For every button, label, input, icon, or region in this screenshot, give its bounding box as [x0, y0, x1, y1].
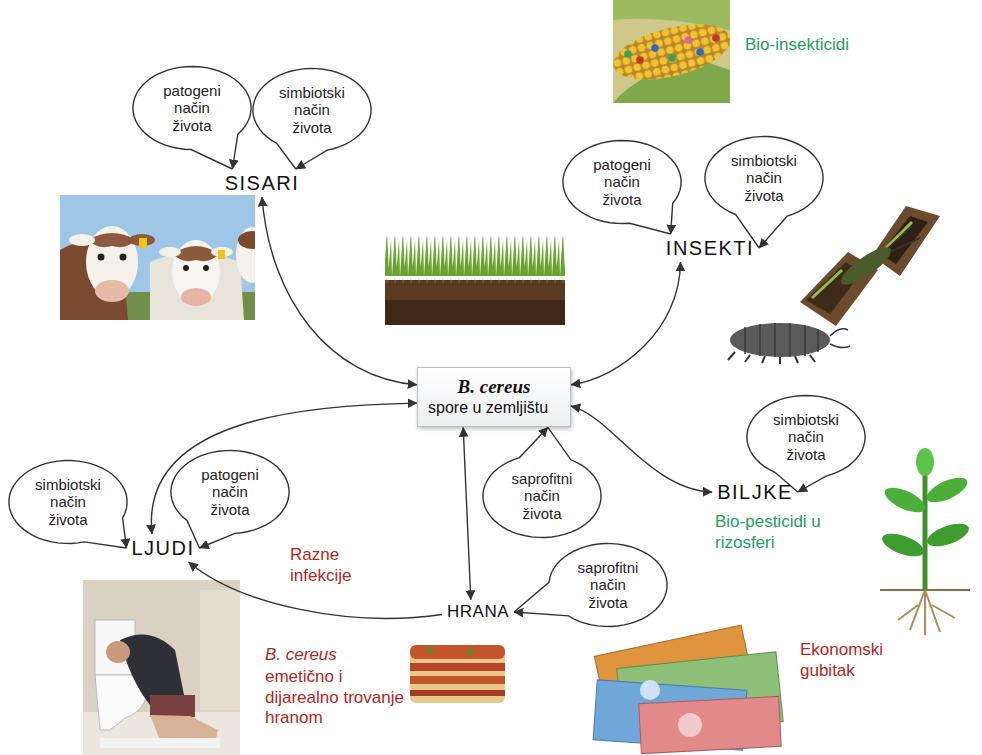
connector-arrow — [571, 262, 681, 385]
loop-label: simbiotski način života — [726, 152, 802, 204]
benefit-label: Bio-insekticidi — [745, 35, 849, 56]
loop-arrow — [133, 67, 251, 170]
organism-group: INSEKTI — [661, 234, 759, 262]
loop-label: saprofitni način života — [504, 470, 580, 522]
loop-label: patogeni način života — [154, 82, 230, 134]
corn-photo — [613, 0, 730, 103]
loop-arrow — [563, 141, 681, 235]
isopod-figure — [728, 323, 850, 364]
harm-label: emetično i dijarealno trovanje hranom — [265, 667, 405, 729]
food-group: HRANA — [442, 600, 514, 625]
loop-label: simbiotski način života — [274, 84, 350, 136]
species-label: B. cereus — [265, 645, 337, 666]
money-photo — [593, 625, 783, 753]
node-text: INSEKTI — [666, 237, 754, 259]
node-text: SISARI — [225, 172, 300, 194]
harm-label: Ekonomski gubitak — [800, 640, 920, 681]
node-text: HRANA — [447, 603, 509, 622]
organism-group: LJUDI — [126, 534, 199, 562]
node-text: B. cereus — [428, 376, 560, 399]
grass-soil-photo — [385, 237, 565, 325]
lasagna-photo — [410, 645, 505, 703]
loop-arrow — [705, 137, 823, 249]
node-text: BILJKE — [717, 481, 793, 503]
loop-label: simbiotski način života — [30, 476, 106, 528]
loop-label: saprofitni način života — [570, 559, 646, 611]
connector-arrow — [571, 406, 712, 492]
soil-spore-box: B. cereusspore u zemljištu — [417, 367, 571, 428]
harm-label: Razne infekcije — [290, 545, 385, 586]
loop-arrow — [253, 69, 371, 170]
loop-label: patogeni način života — [192, 466, 268, 518]
loop-arrow — [9, 461, 127, 549]
node-text: LJUDI — [131, 537, 194, 559]
cow-photo — [60, 195, 255, 320]
connector-arrow — [463, 427, 471, 599]
node-text: spore u zemljištu — [428, 398, 560, 418]
benefit-label: Bio-pesticidi u rizosferi — [715, 512, 865, 553]
person-photo — [83, 580, 240, 755]
loop-arrow — [514, 544, 667, 627]
loop-arrow — [171, 451, 289, 549]
loop-arrow — [483, 427, 601, 537]
organism-group: BILJKE — [712, 478, 798, 506]
loop-label: simbiotski način života — [768, 411, 844, 463]
connector-arrow — [262, 197, 417, 385]
loop-arrow — [747, 396, 865, 493]
connector-arrow — [151, 403, 417, 534]
plant-figure — [879, 448, 972, 635]
moth-figure — [800, 206, 940, 326]
organism-group: SISARI — [220, 169, 305, 197]
loop-label: patogeni način života — [584, 156, 660, 208]
